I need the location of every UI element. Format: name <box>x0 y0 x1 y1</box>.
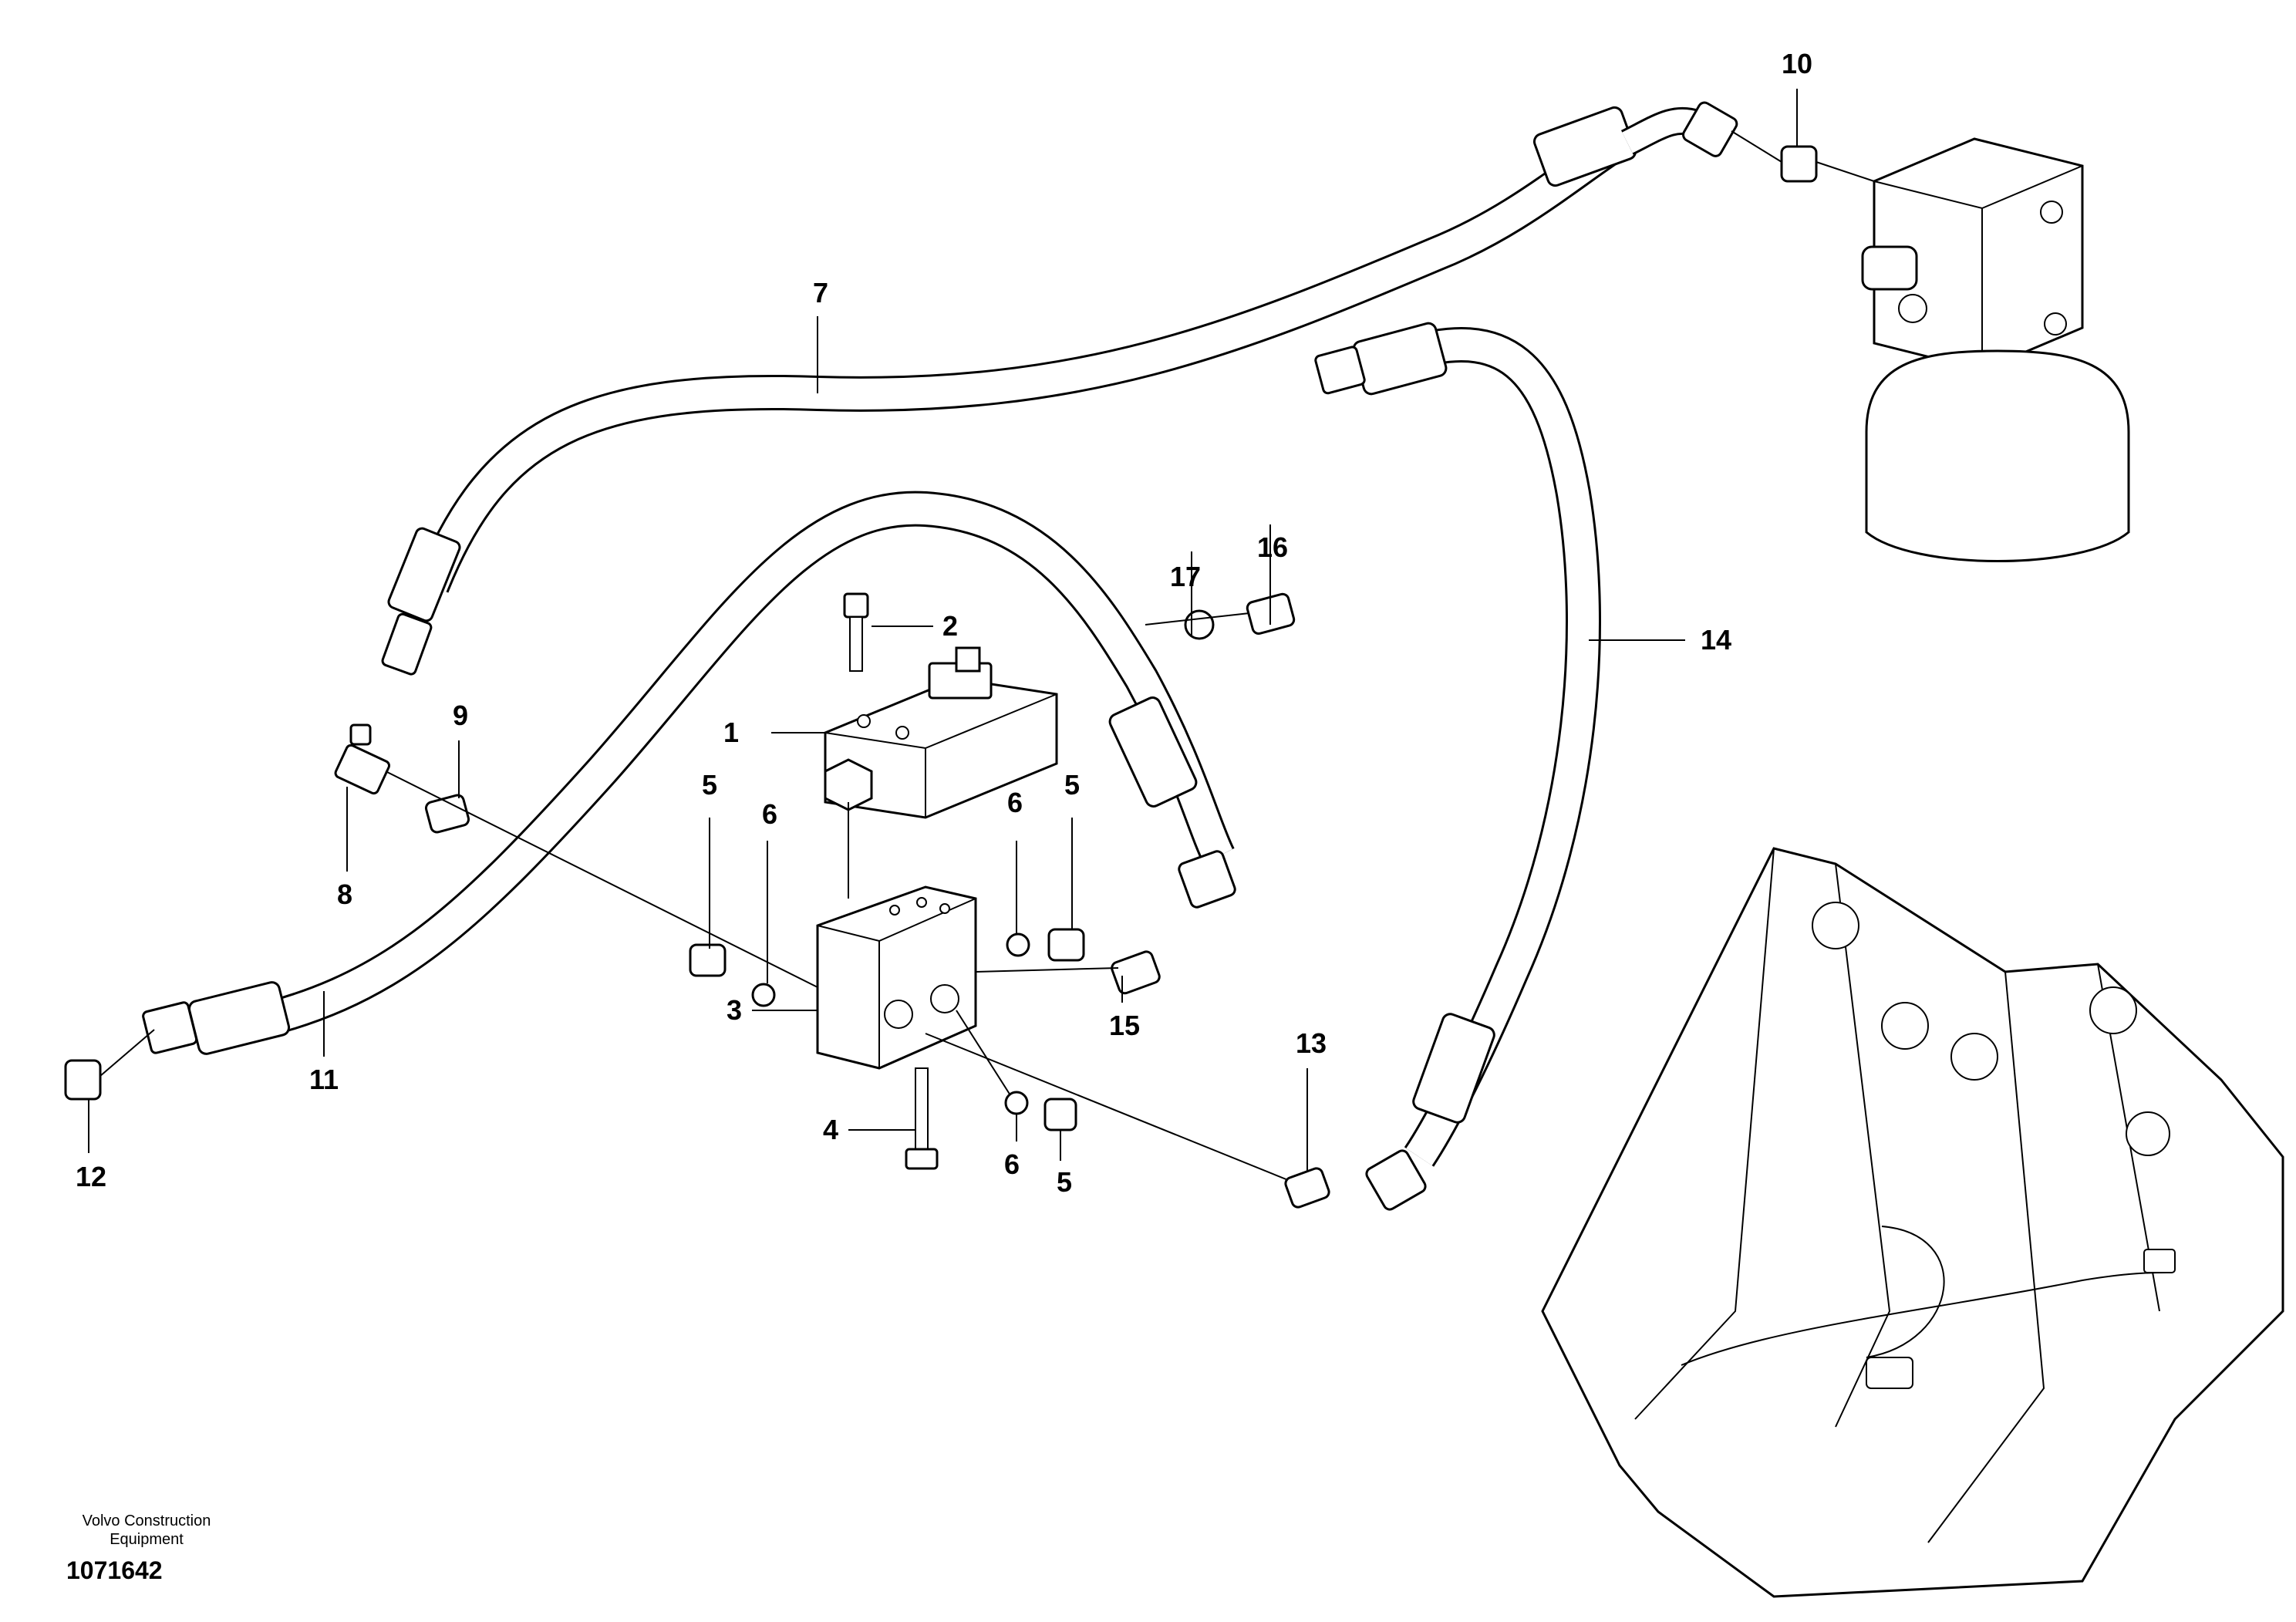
callout-3: 3 <box>727 994 742 1026</box>
hose-7 <box>381 101 1738 676</box>
callout-15: 15 <box>1109 1010 1140 1041</box>
loader-frame <box>1541 847 2284 1598</box>
callout-4: 4 <box>823 1114 838 1145</box>
callout-leaders <box>88 89 1798 1172</box>
callout-9: 9 <box>453 700 468 731</box>
callout-labels: 1 2 3 4 5 5 5 6 6 6 7 8 9 10 11 12 13 14… <box>76 48 1812 1198</box>
callout-5a: 5 <box>702 769 717 801</box>
callout-6c: 6 <box>1004 1148 1020 1180</box>
bolt-2 <box>843 592 869 672</box>
callout-13: 13 <box>1296 1027 1327 1059</box>
fittings <box>64 145 1818 1209</box>
manufacturer-name-line2: Equipment <box>110 1531 184 1548</box>
document-number: 1071642 <box>66 1556 163 1584</box>
callout-16: 16 <box>1257 531 1288 563</box>
callout-11: 11 <box>309 1064 339 1095</box>
callout-14: 14 <box>1701 624 1731 656</box>
leader-lines <box>99 130 1875 1181</box>
diagram-footer: Volvo Construction Equipment 1071642 <box>46 1512 247 1585</box>
callout-6a: 6 <box>762 798 777 830</box>
callout-8: 8 <box>337 878 352 910</box>
callout-1: 1 <box>723 717 739 748</box>
callout-5b: 5 <box>1064 769 1080 801</box>
callout-5c: 5 <box>1057 1166 1072 1198</box>
hose-11 <box>142 491 1236 1055</box>
callout-10: 10 <box>1782 48 1812 79</box>
callout-17: 17 <box>1170 561 1201 592</box>
manufacturer-name-line1: Volvo Construction <box>82 1512 211 1529</box>
bolt-4 <box>905 1067 939 1170</box>
callout-12: 12 <box>76 1161 106 1192</box>
callout-7: 7 <box>813 277 828 309</box>
hose-14 <box>1314 322 1601 1211</box>
callout-2: 2 <box>942 610 958 642</box>
accumulator-assembly <box>1861 137 2130 562</box>
callout-6b: 6 <box>1007 787 1023 818</box>
block-3 <box>816 885 977 1070</box>
valve-1 <box>824 646 1058 819</box>
